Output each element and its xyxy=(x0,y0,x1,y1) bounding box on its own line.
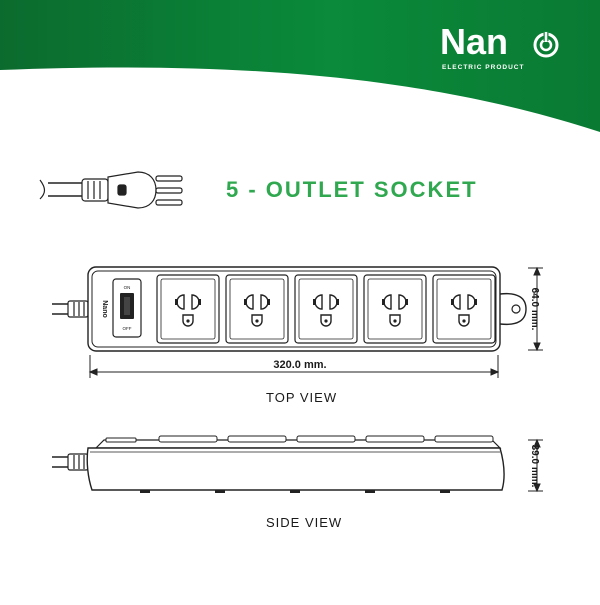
brand-logo-text: Nan xyxy=(440,21,509,62)
top-view-label: TOP VIEW xyxy=(266,390,338,405)
side-cap-2 xyxy=(227,435,287,443)
power-symbol-icon xyxy=(533,31,559,58)
product-title: 5 - OUTLET SOCKET xyxy=(226,177,478,202)
depth-dimension-label: 64.0 mm. xyxy=(529,288,540,331)
depth-dimension xyxy=(528,266,543,352)
height-dimension-label: 39.0 mm. xyxy=(529,445,540,488)
outlet-group xyxy=(156,274,496,344)
side-switch-cap xyxy=(105,437,137,443)
header-banner xyxy=(0,0,600,132)
side-view-drawing: 39.0 mm. xyxy=(52,435,543,493)
power-switch: ON OFF xyxy=(112,278,142,338)
top-cord xyxy=(52,300,89,318)
top-view-drawing: ON OFF Nano 320.0 mm. xyxy=(52,266,543,378)
outlet-5 xyxy=(432,274,496,344)
side-outlet-caps xyxy=(105,435,494,443)
width-dimension-label: 320.0 mm. xyxy=(273,359,326,371)
plug-illustration xyxy=(39,171,183,209)
side-cord xyxy=(52,453,89,471)
side-cap-3 xyxy=(296,435,356,443)
side-body-outline xyxy=(86,447,505,491)
height-dimension xyxy=(528,438,543,493)
outlet-1 xyxy=(156,274,220,344)
brand-tagline: ELECTRIC PRODUCT xyxy=(442,64,525,71)
outlet-2 xyxy=(225,274,289,344)
side-feet xyxy=(140,490,450,493)
side-view-label: SIDE VIEW xyxy=(266,515,343,530)
outlet-3 xyxy=(294,274,358,344)
body-brand-label: Nano xyxy=(101,300,108,318)
switch-on-label: ON xyxy=(124,285,131,290)
hang-loop xyxy=(499,292,527,326)
side-cap-4 xyxy=(365,435,425,443)
switch-off-label: OFF xyxy=(123,326,132,331)
side-cap-1 xyxy=(158,435,218,443)
width-dimension xyxy=(88,355,500,378)
top-body-inner xyxy=(91,270,497,348)
outlet-4 xyxy=(363,274,427,344)
side-cap-5 xyxy=(434,435,494,443)
